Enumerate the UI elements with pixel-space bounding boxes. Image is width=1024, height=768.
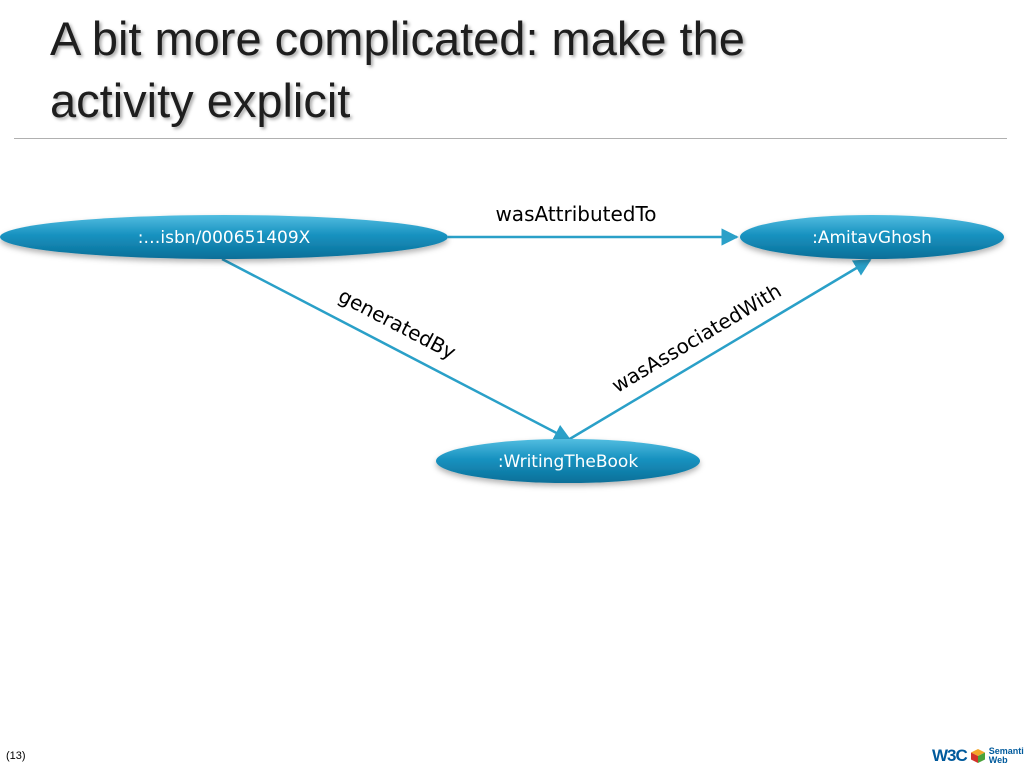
slide-title-line-1: A bit more complicated: make the [50, 12, 745, 65]
w3c-wordmark: W3C [932, 746, 968, 765]
title-divider [14, 138, 1007, 139]
node-book: :…isbn/000651409X [0, 215, 448, 259]
edge-label-generated-by: generatedBy [335, 283, 461, 364]
node-agent: :AmitavGhosh [740, 215, 1004, 259]
edge-was-associated-with [567, 258, 872, 442]
semantic-web-cube-icon [970, 749, 985, 763]
node-agent-shape [740, 215, 1004, 259]
node-agent-label: :AmitavGhosh [812, 228, 932, 248]
slide-title-line-2: activity explicit [50, 74, 351, 127]
edge-label-was-associated-with: wasAssociatedWith [607, 278, 785, 397]
w3c-semantic-web-logo: W3C Semantic Web [932, 746, 1024, 766]
node-book-label: :…isbn/000651409X [138, 228, 311, 248]
slide-title: A bit more complicated: make the activit… [50, 8, 950, 132]
logo-word-web: Web [988, 755, 1008, 765]
page-number: (13) [6, 750, 26, 762]
node-activity-shape [436, 439, 700, 483]
semantic-web-wordmark: Semantic Web [989, 747, 1024, 765]
node-book-shape [0, 215, 448, 259]
edge-generated-by [221, 257, 572, 442]
node-activity-label: :WritingTheBook [498, 452, 639, 472]
logo-word-semantic: Semantic [988, 746, 1024, 756]
edge-label-was-attributed-to: wasAttributedTo [495, 202, 656, 226]
node-activity: :WritingTheBook [436, 439, 700, 483]
